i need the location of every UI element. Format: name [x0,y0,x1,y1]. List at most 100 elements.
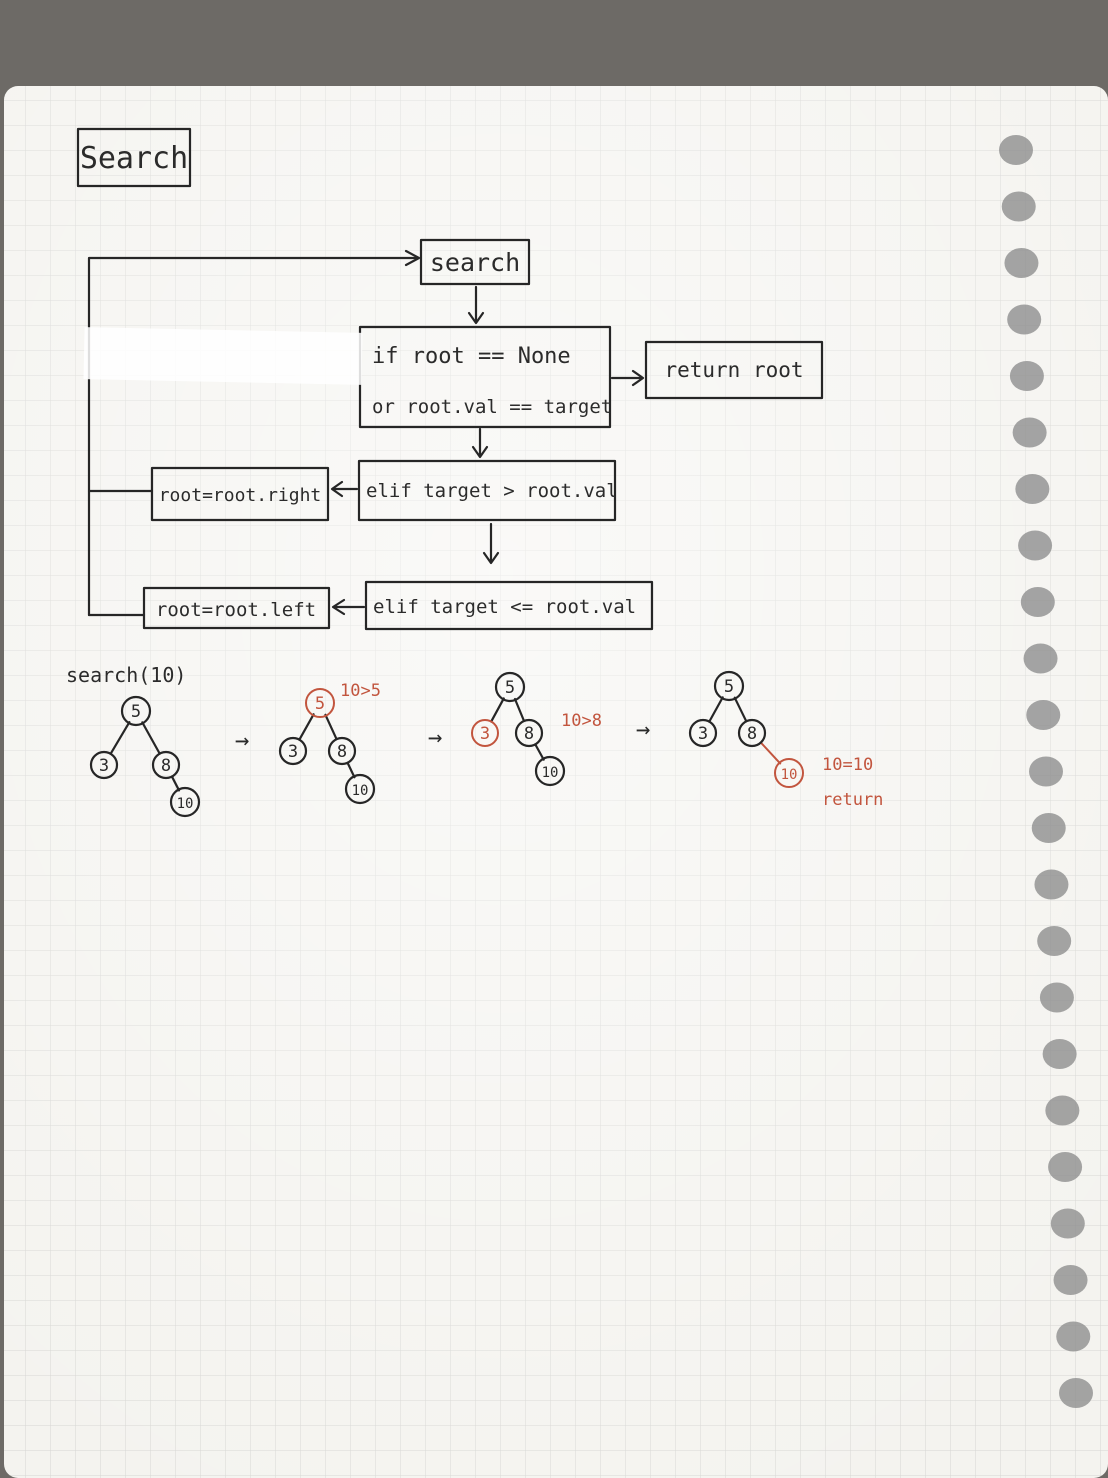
tree-node-value: 10 [781,767,798,783]
elif-left-box [364,580,654,631]
tree-node-circle [151,750,181,780]
tree-node-circle [89,750,119,780]
flowchart: search if root == None or root.val == ta… [83,238,824,631]
tree-node-circle [120,695,152,727]
elif-right-box [357,459,617,522]
tree-step-4: 5 3 8 10 [688,670,804,788]
tree-node-circle [534,755,566,787]
binder-hole [1053,1265,1088,1295]
tree-node-value: 3 [99,756,109,776]
binder-hole [1048,1152,1083,1182]
tree-edge [170,775,181,792]
binder-hole [1029,756,1063,787]
tree-node-circle [327,736,357,766]
elif-right-label: elif target > root.val [366,480,618,502]
binder-hole [1039,982,1074,1013]
tree-node-value: 5 [131,702,141,722]
binder-hole [1007,304,1042,335]
step-note: 10>5 [340,681,381,701]
search-start-box [419,238,531,286]
elif-left-label: elif target <= root.val [373,596,636,618]
tree-edge [324,713,338,741]
binder-holes [999,135,1093,1408]
tree-node-value: 3 [698,724,708,744]
left-action-box [142,586,331,630]
binder-hole [1031,813,1066,843]
tree-edge [109,721,131,755]
step-note: 10>8 [561,711,602,731]
tree-node-circle [494,671,526,703]
tree-node-value: 5 [505,678,515,698]
binder-hole [1012,417,1047,448]
tree-node-circle [305,688,335,718]
binder-hole [1037,926,1072,956]
tree-node-circle [471,719,499,747]
step-note: 10=10 [822,755,873,775]
title-box: Search [76,127,192,188]
binder-hole [1034,869,1069,900]
tree-node-value: 5 [724,677,734,697]
loop-back-line [87,256,420,617]
tree-node-circle [169,786,201,818]
tree-node-circle [774,758,804,788]
binder-hole [1009,361,1044,391]
tree-edge [490,697,505,723]
binder-hole [1020,587,1055,617]
return-box [644,340,824,400]
condition-line-1: if root == None [372,344,571,369]
binder-hole [1059,1378,1093,1408]
right-action-label: root=root.right [159,485,322,506]
tree-edge [759,741,782,765]
tree-node-value: 8 [161,756,171,776]
arrow-to-left-action [331,598,366,616]
step-note: return [822,790,883,810]
tree-node-circle [278,736,308,766]
step-arrow: → [636,715,650,743]
example-call: search(10) [66,663,186,687]
arrow-start-to-condition [467,285,485,325]
paper-sheet [4,86,1108,1478]
title-text: Search [80,141,188,176]
tree-node-value: 8 [337,742,347,762]
binder-hole [1045,1095,1080,1126]
arrow-to-right-action [330,480,359,498]
binder-hole [1015,474,1050,504]
tape-strip [83,327,363,385]
tree-step-3: 5 3 8 10 [471,671,566,787]
tree-node-circle [713,670,745,702]
arrow-condition-to-elif-right [471,427,489,459]
tree-node-value: 3 [480,724,490,744]
binder-hole [1023,643,1058,674]
tree-node-value: 10 [352,783,369,799]
tree-edge [141,721,161,755]
search-start-label: search [430,248,520,277]
binder-hole [1042,1039,1077,1069]
arrow-condition-to-return [610,369,645,387]
tree-node-circle [737,718,767,748]
loop-arrowhead [404,249,421,267]
tree-edge [513,697,526,723]
right-action-box [150,466,330,522]
return-label: return root [664,358,803,382]
tree-edge [298,713,315,741]
tree-node-value: 8 [524,724,534,744]
tree-node-value: 10 [542,765,559,781]
condition-line-2: or root.val == target [372,396,612,418]
tree-node-value: 3 [288,742,298,762]
tree-node-circle [514,718,544,748]
tree-edge [708,696,724,723]
tree-edge [346,761,356,779]
tree-node-value: 8 [747,724,757,744]
tree-edge [733,696,748,723]
binder-hole [1056,1321,1091,1352]
arrow-elif-right-to-elif-left [482,522,500,565]
tree-node-circle [688,718,718,748]
binder-hole [1026,700,1061,730]
tree-edge [534,743,545,761]
binder-hole [1001,191,1036,222]
tree-node-circle [344,773,376,805]
binder-hole [1004,248,1039,278]
